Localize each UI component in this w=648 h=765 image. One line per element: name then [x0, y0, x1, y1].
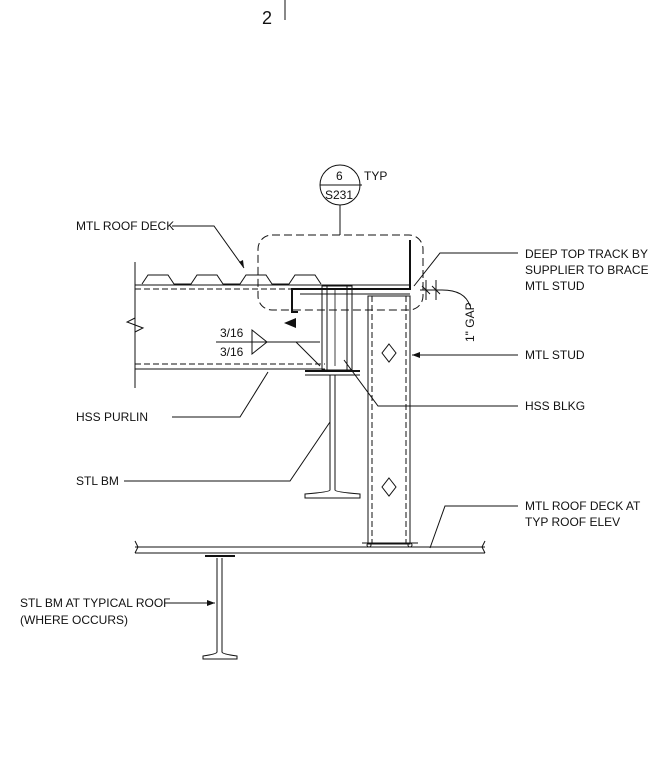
weld-size-bottom: 3/16	[220, 345, 244, 359]
detail-cloud-boundary	[257, 234, 424, 311]
label-mtl-roof-deck-typ-1: MTL ROOF DECK AT	[525, 499, 641, 513]
section-callout-icon[interactable]	[319, 164, 362, 235]
callout-detail-number: 6	[336, 169, 343, 183]
weld-size-top: 3/16	[220, 326, 244, 340]
leader-stl-bm	[124, 421, 331, 482]
label-deep-top-track-1: DEEP TOP TRACK BY	[525, 247, 648, 261]
hss-purlin	[134, 262, 410, 388]
label-hss-blkg: HSS BLKG	[525, 399, 585, 413]
break-line-icon	[125, 317, 145, 333]
label-stl-bm-typ-1: STL BM AT TYPICAL ROOF	[20, 596, 170, 610]
diamond-marker-icon	[381, 477, 397, 497]
leader-mtl-roof-deck-typ	[429, 505, 518, 549]
leader-mtl-roof-deck	[172, 225, 245, 269]
callout-suffix: TYP	[364, 169, 387, 183]
roof-deck-typical	[134, 540, 486, 554]
gap-dimension	[420, 280, 471, 307]
roof-deck-profile	[141, 274, 322, 285]
label-mtl-stud: MTL STUD	[525, 348, 585, 362]
label-deep-top-track-2: SUPPLIER TO BRACE	[525, 263, 648, 277]
leader-deep-top-track	[413, 252, 518, 287]
label-mtl-roof-deck-typ-2: TYP ROOF ELEV	[525, 515, 620, 529]
label-hss-purlin: HSS PURLIN	[76, 410, 148, 424]
label-stl-bm-typ-2: (WHERE OCCURS)	[20, 613, 128, 627]
label-deep-top-track-3: MTL STUD	[525, 279, 585, 293]
weld-symbol-icon[interactable]	[216, 318, 321, 367]
leader-hss-blkg	[343, 359, 518, 407]
steel-beam-lower	[202, 555, 238, 660]
label-stl-bm: STL BM	[76, 474, 119, 488]
label-mtl-roof-deck: MTL ROOF DECK	[76, 219, 174, 233]
hss-blocking	[321, 285, 353, 371]
leader-hss-purlin	[172, 371, 269, 418]
metal-stud	[367, 295, 411, 545]
steel-beam-upper	[304, 370, 361, 499]
deep-top-track	[291, 240, 411, 313]
label-gap: 1" GAP	[463, 302, 477, 342]
callout-sheet-number: S231	[325, 188, 353, 202]
diamond-marker-icon	[381, 343, 397, 363]
detail-number: 2	[262, 8, 272, 28]
